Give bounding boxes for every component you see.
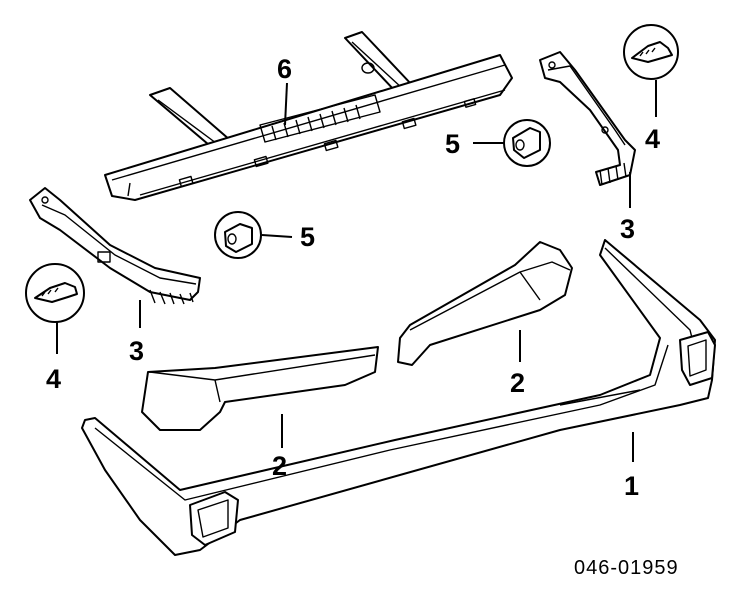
reinforcement-beam bbox=[104, 31, 513, 201]
clip-left bbox=[25, 263, 85, 323]
callout-6: 6 bbox=[277, 54, 292, 84]
bracket-right bbox=[539, 51, 636, 186]
reference-code: 046-01959 bbox=[574, 557, 679, 579]
callout-4-right: 4 bbox=[645, 124, 660, 154]
callout-5-upper: 5 bbox=[445, 129, 460, 159]
callout-4-left: 4 bbox=[46, 364, 61, 394]
energy-absorber-right bbox=[397, 241, 573, 366]
callout-2-left: 2 bbox=[272, 451, 287, 481]
nut-upper bbox=[503, 119, 551, 167]
callout-2-right: 2 bbox=[510, 368, 525, 398]
clip-right bbox=[623, 24, 679, 80]
callout-3-right: 3 bbox=[620, 214, 635, 244]
nut-lower bbox=[214, 211, 262, 259]
callout-1: 1 bbox=[624, 471, 639, 501]
callout-3-left: 3 bbox=[129, 336, 144, 366]
bumper-cover bbox=[81, 239, 716, 556]
bracket-left bbox=[29, 187, 201, 305]
energy-absorber-left bbox=[141, 346, 379, 431]
callout-5-lower: 5 bbox=[300, 222, 315, 252]
leader-lines bbox=[56, 80, 657, 462]
